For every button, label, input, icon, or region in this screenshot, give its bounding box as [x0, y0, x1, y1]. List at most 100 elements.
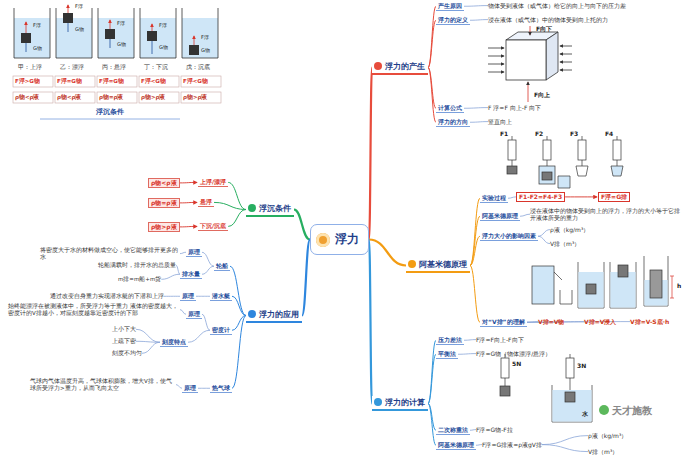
- figure-label: F3: [570, 130, 578, 137]
- node-text: 原理: [182, 292, 194, 300]
- node-text: F浮=G物（物体漂浮/悬浮）: [476, 350, 551, 357]
- map-node: 阿基米德原理: [436, 441, 476, 450]
- branch-topic: 浮力的产生: [372, 60, 428, 75]
- map-node: ρ液（kg/m³）: [550, 226, 589, 233]
- map-node: 通过改变自身重力实现潜水艇的下潜和上浮: [50, 293, 164, 300]
- connector: [470, 198, 480, 265]
- connector: [464, 5, 488, 7]
- connector: [180, 202, 197, 204]
- figure-label: F4: [605, 130, 613, 137]
- node-text: 轮船: [216, 262, 228, 270]
- connector: [470, 266, 480, 323]
- map-node: V排=V物: [538, 318, 564, 325]
- connector: [228, 182, 246, 209]
- connector: [294, 210, 310, 240]
- connector: [538, 236, 550, 243]
- figure-label: F浮>G物: [15, 78, 40, 85]
- weighing-figure: [500, 354, 592, 422]
- figure-label: ρ物>ρ液: [141, 94, 165, 101]
- connector: [202, 314, 210, 330]
- map-node: 原理: [186, 248, 202, 257]
- connector: [180, 182, 197, 184]
- topic-icon: [316, 233, 330, 247]
- connector: [232, 296, 246, 315]
- node-text: F浮=G排: [601, 193, 627, 201]
- figure-label: G物: [33, 45, 42, 51]
- map-node: 潜水艇: [210, 292, 232, 301]
- node-text: 原理: [188, 248, 200, 256]
- map-node: ρ物<ρ液: [148, 178, 180, 188]
- beaker-figure: [13, 5, 221, 119]
- node-text: m排=m船+m货: [118, 276, 161, 283]
- map-node: V排=V-S底·h: [630, 318, 669, 325]
- connector: [180, 226, 197, 228]
- spring-scale-figure: [507, 136, 623, 188]
- connector: [565, 196, 597, 197]
- figure-label: h: [677, 282, 681, 289]
- node-text: 浸在液体中的物体受到向上的浮力，浮力的大小等于它排开液体所受的重力: [530, 207, 682, 221]
- figure-label: G物: [117, 41, 126, 47]
- figure-label: ρ物<ρ液: [57, 94, 81, 101]
- cube-figure: [488, 26, 572, 102]
- map-node: 二次称重法: [436, 426, 470, 435]
- node-text: 实验过程: [482, 194, 506, 202]
- figure-label: G物: [75, 26, 84, 32]
- connector: [198, 388, 210, 389]
- node-text: V排=V浸入: [584, 318, 616, 325]
- connector: [428, 68, 436, 123]
- node-text: 阿基米德原理: [482, 212, 518, 220]
- connector: [214, 202, 246, 209]
- connector: [428, 354, 436, 403]
- node-text: 浮力的产生: [385, 61, 425, 72]
- map-node: 上疏下密: [112, 338, 136, 345]
- connector: [232, 316, 246, 389]
- map-node: 浮力的方向: [436, 118, 470, 127]
- node-text: 浮力的定义: [438, 16, 468, 24]
- connector: [538, 230, 550, 237]
- node-text: 密度计: [212, 326, 230, 334]
- figure-label: 5N: [512, 360, 521, 367]
- node-text: 下沉/沉底: [200, 222, 226, 230]
- branch-icon: [248, 310, 256, 318]
- map-node: F浮=G物（物体漂浮/悬浮）: [476, 350, 551, 357]
- node-text: 始终能漂浮在被测液体中，所受浮力等于重力 液体的密度越大，密度计的V排越小，对应…: [8, 303, 180, 316]
- map-node: V排=V浸入: [584, 318, 616, 325]
- connector: [542, 436, 588, 445]
- node-text: 浮力大小的影响因素: [482, 232, 536, 240]
- figure-label: F浮<G物: [183, 78, 208, 85]
- connector: [508, 197, 516, 198]
- connector: [369, 240, 372, 404]
- map-node: 将密度大于水的材料做成空心，使它能够排开更多的水: [40, 247, 180, 260]
- branch-icon: [408, 260, 416, 268]
- central-topic: 浮力: [310, 224, 369, 255]
- map-node: m排=m船+m货: [118, 276, 161, 283]
- map-node: F浮=G物-F拉: [476, 426, 513, 433]
- map-node: 始终能漂浮在被测液体中，所受浮力等于重力 液体的密度越大，密度计的V排越小，对应…: [8, 303, 180, 316]
- node-text: 阿基米德原理: [419, 259, 467, 270]
- figure-label: ρ物<ρ液: [15, 94, 39, 101]
- node-text: 计算公式: [438, 104, 462, 112]
- map-node: 密度计: [210, 326, 232, 335]
- node-text: 刻度不均匀: [112, 350, 142, 357]
- node-text: ρ液（kg/m³）: [550, 226, 589, 233]
- figure-label: F向下: [536, 25, 552, 34]
- map-node: 刻度特点: [160, 338, 188, 347]
- node-text: V排=V物: [538, 318, 564, 325]
- branch-topic: 阿基米德原理: [406, 258, 470, 273]
- branch-topic: 浮力的计算: [372, 396, 428, 411]
- connector: [476, 444, 482, 446]
- node-text: 浮沉条件: [259, 203, 291, 214]
- connector: [202, 266, 214, 274]
- figure-label: 水: [582, 410, 588, 419]
- map-node: ρ物>ρ液: [148, 222, 180, 232]
- map-node: 浸在液体中的物体受到向上的浮力，浮力的大小等于它排开液体所受的重力: [530, 207, 682, 221]
- connector: [136, 329, 160, 342]
- node-text: 竖直向上: [488, 118, 512, 125]
- connector: [428, 404, 436, 446]
- figure-label: G物: [159, 44, 168, 50]
- figure-label: 浮沉条件: [96, 108, 124, 117]
- node-text: 二次称重法: [438, 426, 468, 434]
- figure-label: 3N: [577, 362, 586, 369]
- node-text: 原理: [188, 310, 200, 318]
